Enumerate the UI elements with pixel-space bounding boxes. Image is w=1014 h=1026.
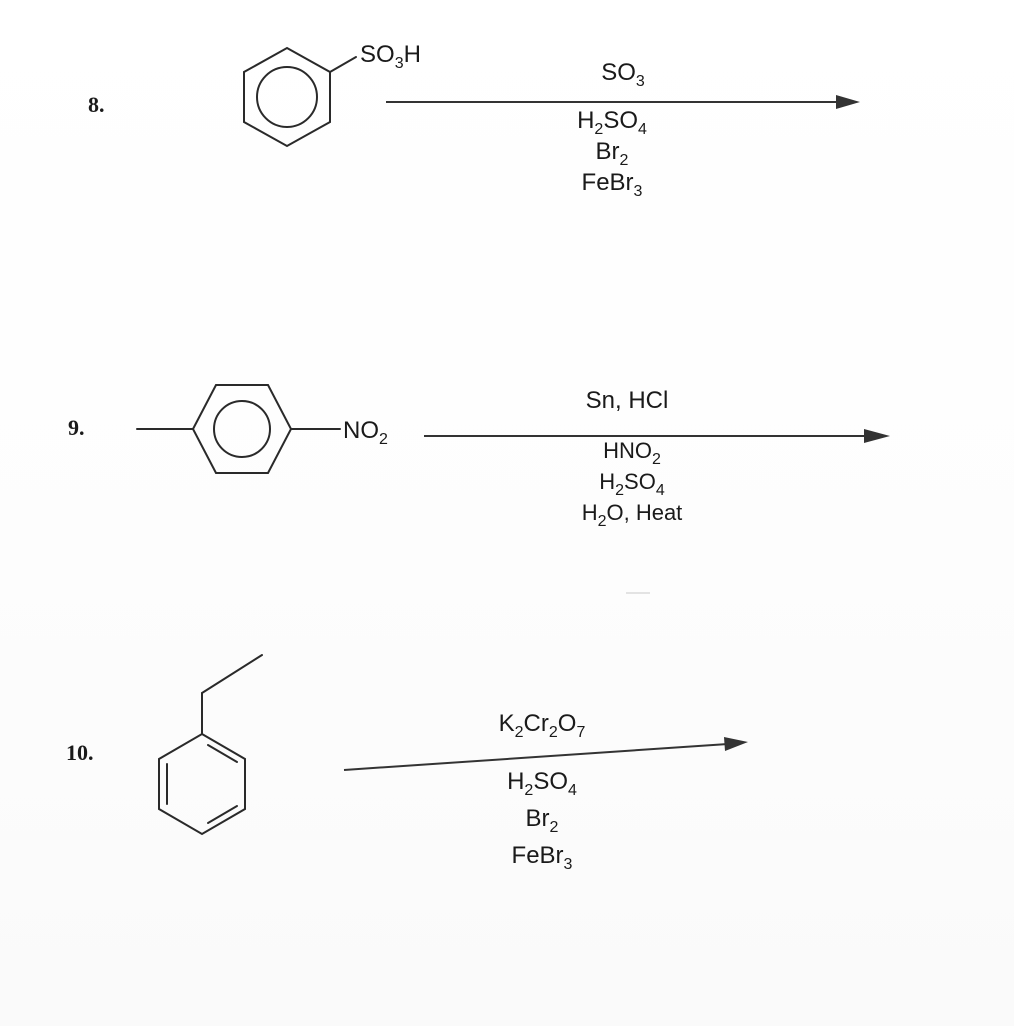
reagent-line: FeBr3 [512,842,573,873]
aromatic-circle [213,400,271,458]
problem-9-arrow [424,429,890,443]
problem-8-benzene-ring [243,46,331,148]
reagent-line: K2Cr2O7 [499,710,586,741]
reagent-line: HNO2 [603,438,661,468]
problem-10-arrow [343,737,748,771]
problem-9-number: 9. [68,415,85,440]
problem-8-number: 8. [88,92,105,117]
problem-10-number: 10. [66,740,94,765]
problem-9-benzene-ring [191,384,293,474]
ethyl-chain [201,654,263,735]
problem-9-reagents-above: Sn, HCl [586,387,669,414]
inner-double-bond-2 [207,805,238,824]
reagent-line: H2SO4 [507,768,577,799]
reagent-line: Sn, HCl [586,387,669,414]
so3h-bond [329,56,357,73]
problem-8-reagents-above: SO3 [601,59,645,90]
benzene-hexagon [191,384,293,474]
problem-8-arrow [386,95,860,109]
reagent-line: Br2 [596,138,629,169]
arrow-head [836,95,860,109]
reagent-line: H2O, Heat [582,500,683,530]
arrow-shaft [343,743,729,771]
reagent-line: H2SO4 [599,469,665,499]
problem-10-reagents-above: K2Cr2O7 [499,710,586,741]
arrow-head [724,737,748,751]
benzene-hexagon [158,732,246,836]
so3h-label: SO3H [360,41,421,72]
aromatic-circle [256,66,318,128]
inner-double-bond-1 [207,744,238,763]
problem-10-benzene-ring [158,732,246,836]
reagent-line: Br2 [526,805,559,836]
no2-label: NO2 [343,417,388,448]
reagent-line: FeBr3 [582,169,643,200]
arrow-head [864,429,890,443]
reagent-line: SO3 [601,59,645,90]
ethyl-bond-2 [201,654,263,694]
reagent-line: H2SO4 [577,107,647,138]
